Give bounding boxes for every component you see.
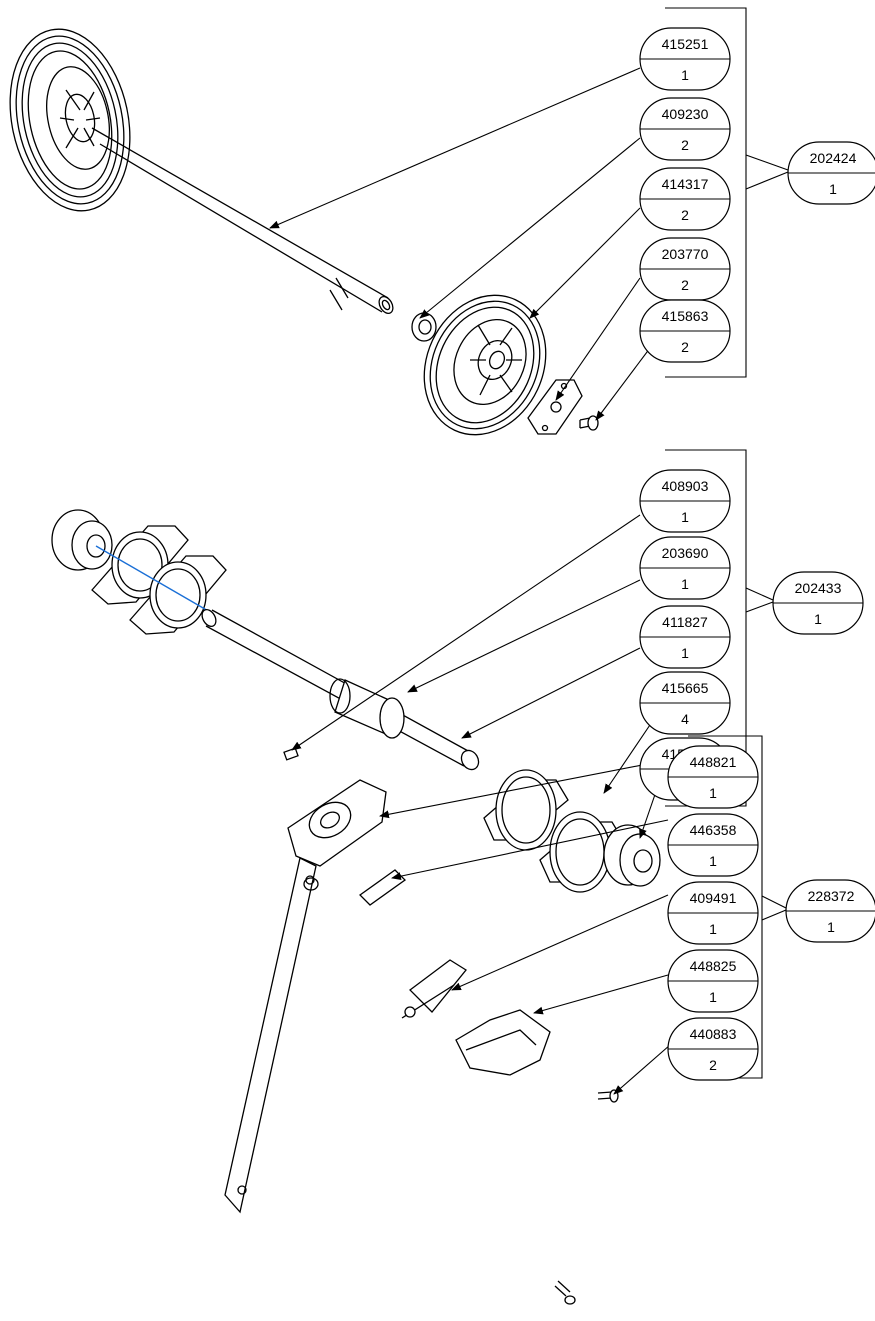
washer-illustration <box>411 312 437 342</box>
center-axis-line <box>95 545 211 613</box>
part-number: 411827 <box>662 614 708 630</box>
quantity: 2 <box>709 1057 717 1073</box>
quantity: 1 <box>681 67 689 83</box>
spring-clip-illustration <box>358 869 407 906</box>
item-balloon: 414317 2 <box>639 167 731 231</box>
part-balloons: 415251 1 409230 2 414317 2 203770 2 415863 2 20242… <box>639 27 875 1081</box>
part-number: 448821 <box>690 754 737 770</box>
part-number: 203690 <box>662 545 709 561</box>
quantity: 1 <box>681 645 689 661</box>
bearing-shaft-drawing <box>51 509 661 893</box>
quantity: 1 <box>709 785 717 801</box>
parent-assembly-balloon: 202433 1 <box>772 571 864 635</box>
quantity: 1 <box>709 853 717 869</box>
wheel-axle-drawing <box>9 28 599 436</box>
leader-lines <box>269 67 671 1095</box>
item-balloon: 440883 2 <box>667 1017 759 1081</box>
part-number: 440883 <box>690 1026 737 1042</box>
item-balloon: 448825 1 <box>667 949 759 1013</box>
bracket-illustration <box>224 779 387 1214</box>
quantity: 2 <box>681 207 689 223</box>
screw-illustration <box>579 415 599 431</box>
quantity: 1 <box>709 989 717 1005</box>
parent-assembly-balloon: 228372 1 <box>785 879 875 943</box>
part-number: 446358 <box>690 822 737 838</box>
shaft-illustration <box>201 608 480 771</box>
quantity: 1 <box>814 611 822 627</box>
item-balloon: 409491 1 <box>667 881 759 945</box>
left-flange-plates-illustration <box>91 525 227 635</box>
item-balloon: 446358 1 <box>667 813 759 877</box>
part-number: 448825 <box>690 958 737 974</box>
quantity: 1 <box>827 919 835 935</box>
part-number: 409491 <box>690 890 737 906</box>
quantity: 2 <box>681 137 689 153</box>
switch-bracket-drawing <box>224 779 619 1305</box>
quantity: 2 <box>681 277 689 293</box>
item-balloon: 448821 1 <box>667 745 759 809</box>
left-wheel-illustration <box>9 28 131 212</box>
quantity: 1 <box>709 921 717 937</box>
switch-housing-illustration <box>455 1009 551 1076</box>
item-balloon: 415251 1 <box>639 27 731 91</box>
part-number: 202424 <box>810 150 857 166</box>
axle-shaft-illustration <box>91 127 394 315</box>
item-balloon: 408903 1 <box>639 469 731 533</box>
right-wheel-illustration <box>423 294 547 436</box>
quantity: 1 <box>829 181 837 197</box>
item-balloon: 203770 2 <box>639 237 731 301</box>
item-balloon: 411827 1 <box>639 605 731 669</box>
part-number: 415665 <box>662 680 709 696</box>
collar-illustration <box>329 678 405 739</box>
item-balloon: 415665 4 <box>639 671 731 735</box>
part-number: 203770 <box>662 246 709 262</box>
parent-assembly-balloon: 202424 1 <box>787 141 875 205</box>
right-flange-plates-illustration <box>483 769 625 893</box>
quantity: 1 <box>681 509 689 525</box>
part-number: 408903 <box>662 478 709 494</box>
right-bearing-illustration <box>603 824 661 887</box>
quantity: 1 <box>681 576 689 592</box>
item-balloon: 415863 2 <box>639 299 731 363</box>
part-number: 414317 <box>662 176 709 192</box>
quantity: 4 <box>681 711 689 727</box>
item-balloon: 409230 2 <box>639 97 731 161</box>
part-number: 415251 <box>662 36 709 52</box>
quantity: 2 <box>681 339 689 355</box>
small-screw-illustration <box>554 1089 619 1305</box>
part-number: 409230 <box>662 106 709 122</box>
item-balloon: 203690 1 <box>639 536 731 600</box>
part-number: 228372 <box>808 888 855 904</box>
set-screw-illustration <box>283 747 299 761</box>
micro-switch-illustration <box>401 959 467 1019</box>
part-number: 415863 <box>662 308 709 324</box>
left-bearing-illustration <box>51 509 113 571</box>
part-number: 202433 <box>795 580 842 596</box>
